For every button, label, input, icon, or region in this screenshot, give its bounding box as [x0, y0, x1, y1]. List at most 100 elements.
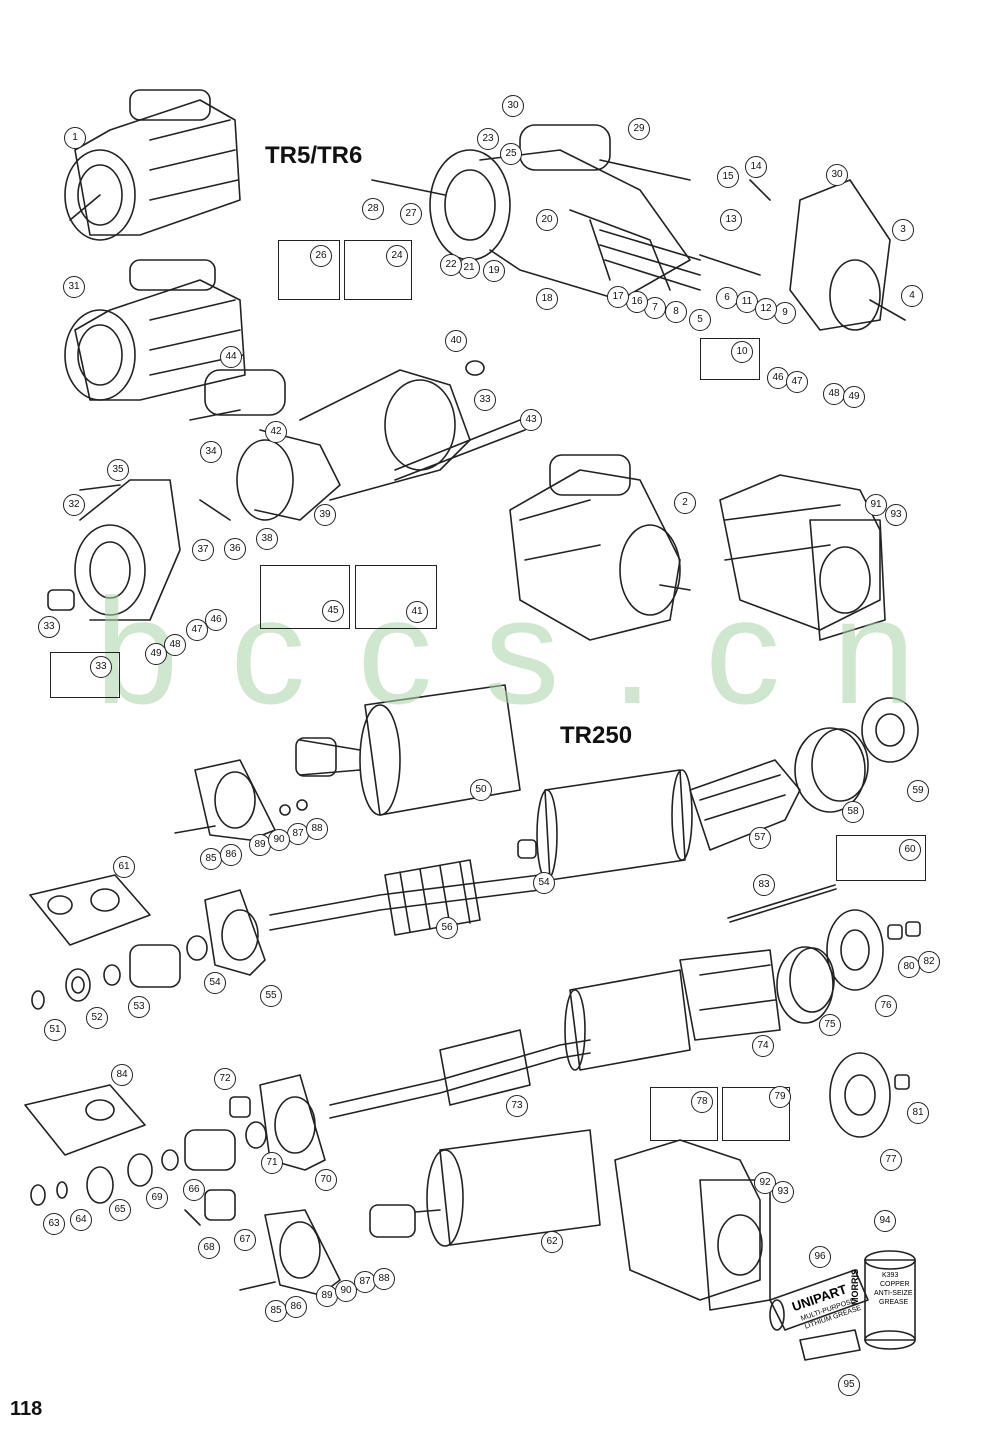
tin-line2: COPPER: [880, 1281, 910, 1288]
callout-part-20: 20: [536, 209, 558, 231]
callout-part-58: 58: [842, 801, 864, 823]
callout-part-40: 40: [445, 330, 467, 352]
callout-part-59: 59: [907, 780, 929, 802]
kit-box-33: [50, 652, 120, 698]
callout-part-62: 62: [541, 1231, 563, 1253]
callout-part-93-bottom: 93: [772, 1181, 794, 1203]
callout-part-86-top: 86: [220, 844, 242, 866]
callout-part-82: 82: [918, 951, 940, 973]
commutator-end-plate-59: [861, 697, 919, 763]
exploded-starter-top: [371, 124, 906, 331]
callout-part-68: 68: [198, 1237, 220, 1259]
callout-part-57: 57: [749, 827, 771, 849]
callout-part-45: 45: [322, 600, 344, 622]
callout-part-23: 23: [477, 128, 499, 150]
end-plate-77: [829, 1052, 910, 1138]
callout-part-30-top: 30: [502, 95, 524, 117]
drive-small-parts: [30, 1129, 236, 1226]
callout-part-47-left: 47: [186, 619, 208, 641]
tin-line1: K393: [882, 1272, 899, 1279]
kit-box-78: [650, 1087, 718, 1141]
callout-part-88-top: 88: [306, 818, 328, 840]
title-tr5-tr6: TR5/TR6: [265, 142, 363, 169]
kit-box-45: [260, 565, 350, 629]
kit-box-10: [700, 338, 760, 380]
starter-motor-1: [64, 89, 241, 241]
callout-part-74: 74: [752, 1035, 774, 1057]
callout-part-91: 91: [865, 494, 887, 516]
callout-part-44: 44: [220, 346, 242, 368]
callout-part-49-right: 49: [843, 386, 865, 408]
callout-part-48-right: 48: [823, 383, 845, 405]
exploded-starter-middle: [189, 360, 526, 521]
kit-box-79: [722, 1087, 790, 1141]
callout-part-37: 37: [192, 539, 214, 561]
callout-part-16: 16: [626, 291, 648, 313]
field-coils-57: [689, 759, 801, 851]
kit-box-24: [344, 240, 412, 300]
callout-part-94: 94: [874, 1210, 896, 1232]
callout-part-90-bottom: 90: [335, 1280, 357, 1302]
drive-end-bracket-70: [229, 1074, 326, 1171]
drive-end-bracket-32: [47, 479, 181, 621]
callout-part-15: 15: [717, 166, 739, 188]
starter-motor-62: [369, 1129, 601, 1247]
callout-part-78: 78: [691, 1091, 713, 1113]
callout-part-85-top: 85: [200, 848, 222, 870]
callout-part-72: 72: [214, 1068, 236, 1090]
starter-motor-92: [614, 1139, 771, 1311]
callout-part-63: 63: [43, 1213, 65, 1235]
drive-end-bracket-55: [186, 889, 266, 976]
watermark-text: bccs.cn: [95, 567, 968, 735]
callout-part-86-bottom: 86: [285, 1296, 307, 1318]
callout-part-32: 32: [63, 494, 85, 516]
yoke-assembly: [517, 769, 693, 881]
callout-part-42: 42: [265, 421, 287, 443]
starter-motor-31: [64, 259, 246, 401]
tin-line4: GREASE: [879, 1299, 909, 1306]
callout-part-6: 6: [716, 287, 738, 309]
callout-part-41: 41: [406, 601, 428, 623]
callout-part-39: 39: [314, 504, 336, 526]
callout-part-53: 53: [128, 996, 150, 1018]
callout-part-5: 5: [689, 309, 711, 331]
mounting-bracket-bottom: [239, 1209, 341, 1296]
callout-part-81: 81: [907, 1102, 929, 1124]
callout-part-69: 69: [146, 1187, 168, 1209]
callout-part-34: 34: [200, 441, 222, 463]
through-bolt-83: [727, 884, 837, 923]
callout-part-13: 13: [720, 209, 742, 231]
callout-part-67: 67: [234, 1229, 256, 1251]
callout-part-36: 36: [224, 538, 246, 560]
callout-part-90-top: 90: [268, 829, 290, 851]
callout-part-2: 2: [674, 492, 696, 514]
callout-part-52: 52: [86, 1007, 108, 1029]
callout-part-76: 76: [875, 995, 897, 1017]
grease-tin-94: [864, 1250, 916, 1350]
kit-box-60: [836, 835, 926, 881]
callout-part-64: 64: [70, 1209, 92, 1231]
callout-part-51: 51: [44, 1019, 66, 1041]
callout-part-73: 73: [506, 1095, 528, 1117]
cover-band-75: [776, 946, 835, 1024]
callout-part-77: 77: [880, 1149, 902, 1171]
callout-part-71: 71: [261, 1152, 283, 1174]
callout-part-29: 29: [628, 118, 650, 140]
mounting-bracket-top: [174, 759, 308, 841]
callout-part-33-top: 33: [474, 389, 496, 411]
callout-part-31: 31: [63, 276, 85, 298]
starter-motor-91: [719, 474, 886, 641]
callout-part-25: 25: [500, 143, 522, 165]
callout-part-8: 8: [665, 301, 687, 323]
callout-part-50: 50: [470, 779, 492, 801]
callout-part-33-left: 33: [38, 616, 60, 638]
callout-part-95: 95: [838, 1374, 860, 1396]
cover-band-58: [794, 727, 869, 813]
callout-part-33-kit: 33: [90, 656, 112, 678]
callout-part-21: 21: [458, 257, 480, 279]
callout-part-80: 80: [898, 956, 920, 978]
callout-part-84: 84: [111, 1064, 133, 1086]
callout-part-12: 12: [755, 298, 777, 320]
kit-box-41: [355, 565, 437, 629]
